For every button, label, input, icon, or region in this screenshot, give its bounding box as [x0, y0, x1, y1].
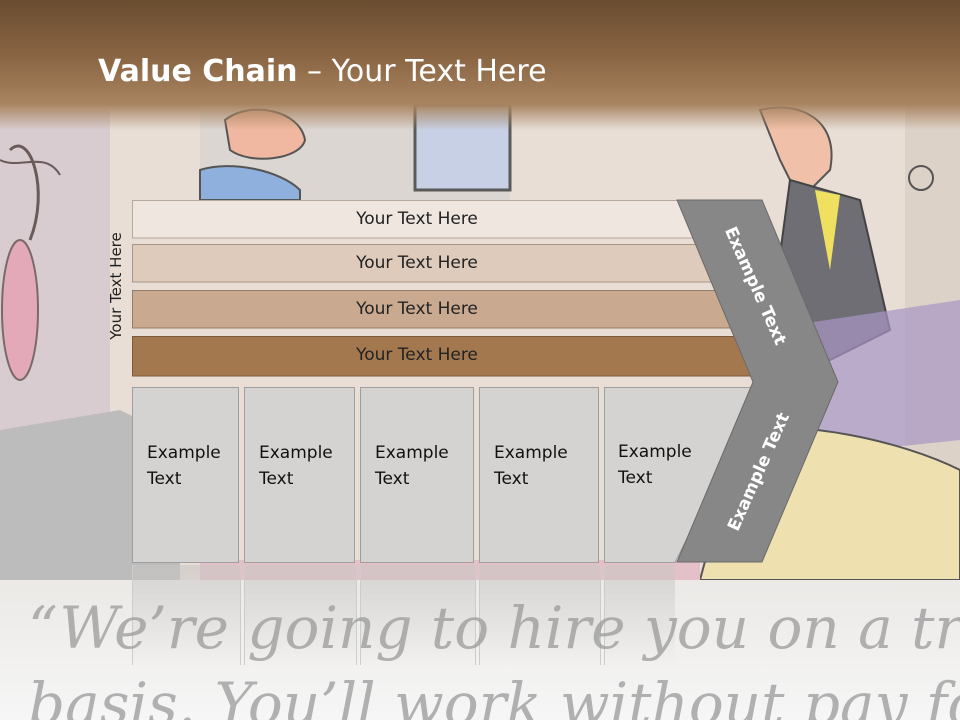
activity-box-3-label: Example Text: [375, 443, 449, 489]
support-bar-1-label: Your Text Here: [356, 209, 478, 229]
background-quote: “We’re going to hire you on a trial basi…: [28, 590, 960, 720]
activity-box-5: Example Text: [604, 387, 764, 563]
activity-box-5-shape: [604, 387, 764, 563]
support-bar-2-shape: [132, 244, 732, 283]
title-bold: Value Chain: [98, 54, 298, 89]
activity-box-5-label: Example Text: [618, 442, 692, 488]
support-bar-4-label: Your Text Here: [356, 345, 478, 365]
activity-box-2-label: Example Text: [259, 443, 333, 489]
reflection-area: [0, 565, 960, 720]
activity-box-4: Example Text: [479, 387, 599, 563]
vertical-label: Your Text Here: [107, 232, 125, 340]
support-bar-3-label: Your Text Here: [356, 299, 478, 319]
support-bar-2-label: Your Text Here: [356, 253, 478, 273]
background-quote-line-1: “We’re going to hire you on a trial: [28, 594, 960, 662]
activity-box-1: Example Text: [132, 387, 239, 563]
support-bar-1-shape: [132, 200, 712, 239]
header-band: [0, 0, 960, 130]
background-quote-line-2: basis. You’ll work without pay for: [28, 670, 960, 720]
activity-box-1-label: Example Text: [147, 443, 221, 489]
margin-chevron: [676, 199, 839, 563]
activity-box-2: Example Text: [244, 387, 355, 563]
activity-box-4-label: Example Text: [494, 443, 568, 489]
title-rest: – Your Text Here: [297, 54, 547, 89]
activity-box-3: Example Text: [360, 387, 474, 563]
slide-title: Value Chain – Your Text Here: [98, 54, 547, 89]
